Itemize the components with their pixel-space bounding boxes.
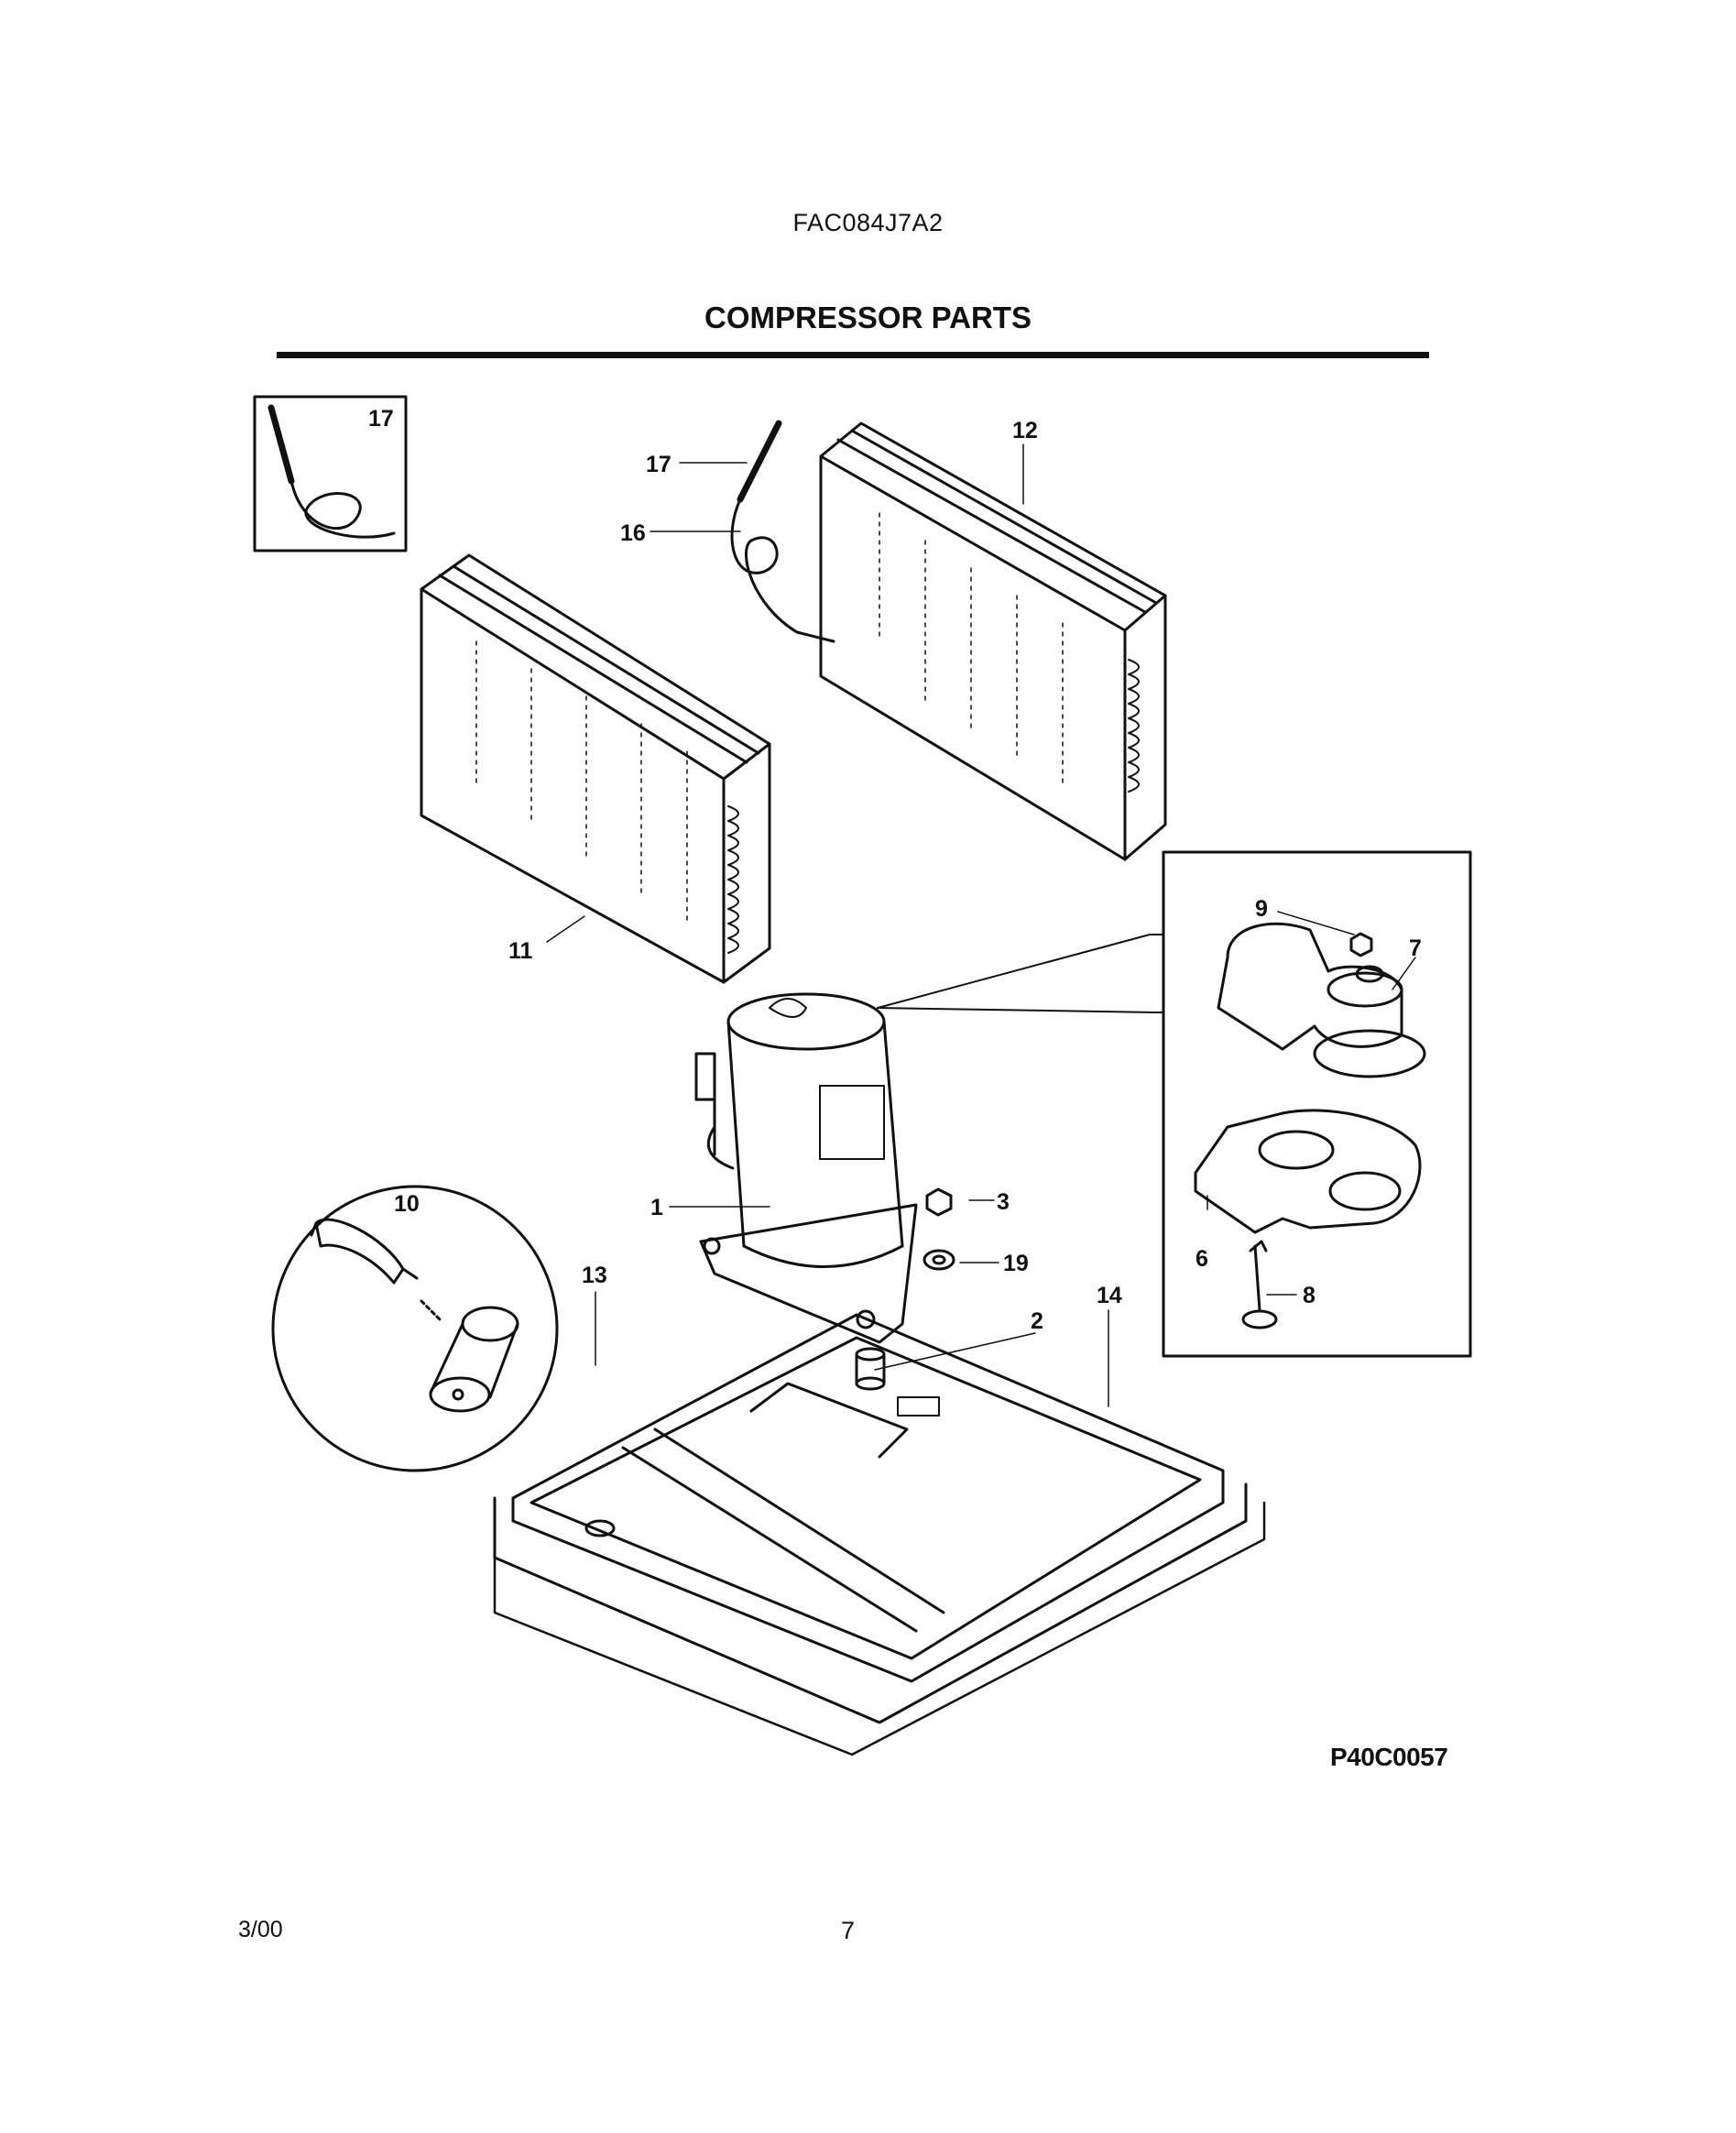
inset-thermistor-17 bbox=[253, 395, 408, 552]
callout-14: 14 bbox=[1097, 1283, 1122, 1308]
page-title: COMPRESSOR PARTS bbox=[704, 301, 1032, 334]
model-number: FAC084J7A2 bbox=[792, 209, 944, 236]
callout-19: 19 bbox=[1003, 1251, 1029, 1276]
callout-7: 7 bbox=[1409, 935, 1422, 961]
publication-date: 3/00 bbox=[238, 1917, 283, 1942]
callout-17-inset: 17 bbox=[368, 406, 394, 432]
callout-10: 10 bbox=[394, 1191, 420, 1217]
inset-terminal-cover bbox=[877, 850, 1472, 1358]
callout-2: 2 bbox=[1031, 1308, 1043, 1334]
callout-17: 17 bbox=[646, 452, 671, 477]
base-pan-13-14 bbox=[493, 1313, 1266, 1756]
callout-1: 1 bbox=[650, 1195, 663, 1220]
callout-11: 11 bbox=[508, 938, 533, 964]
condenser-coil-12 bbox=[819, 421, 1167, 861]
callout-16: 16 bbox=[620, 520, 646, 546]
leader-lines bbox=[546, 443, 1416, 1407]
page-number: 7 bbox=[841, 1917, 856, 1944]
callout-13: 13 bbox=[582, 1263, 607, 1288]
callout-12: 12 bbox=[1012, 418, 1038, 443]
evaporator-coil-11 bbox=[420, 553, 771, 984]
callout-8: 8 bbox=[1303, 1283, 1316, 1308]
inset-capacitor-10 bbox=[271, 1185, 559, 1472]
callout-6: 6 bbox=[1196, 1246, 1208, 1272]
title-rule bbox=[277, 352, 1429, 358]
nut-3-washer-19 bbox=[923, 1187, 955, 1271]
thermistor-16-17 bbox=[730, 420, 835, 643]
diagram-code: P40C0057 bbox=[1330, 1743, 1448, 1771]
callout-9: 9 bbox=[1255, 896, 1268, 922]
grommet-2 bbox=[855, 1347, 886, 1391]
compressor-1 bbox=[694, 992, 918, 1344]
callout-3: 3 bbox=[997, 1189, 1010, 1215]
